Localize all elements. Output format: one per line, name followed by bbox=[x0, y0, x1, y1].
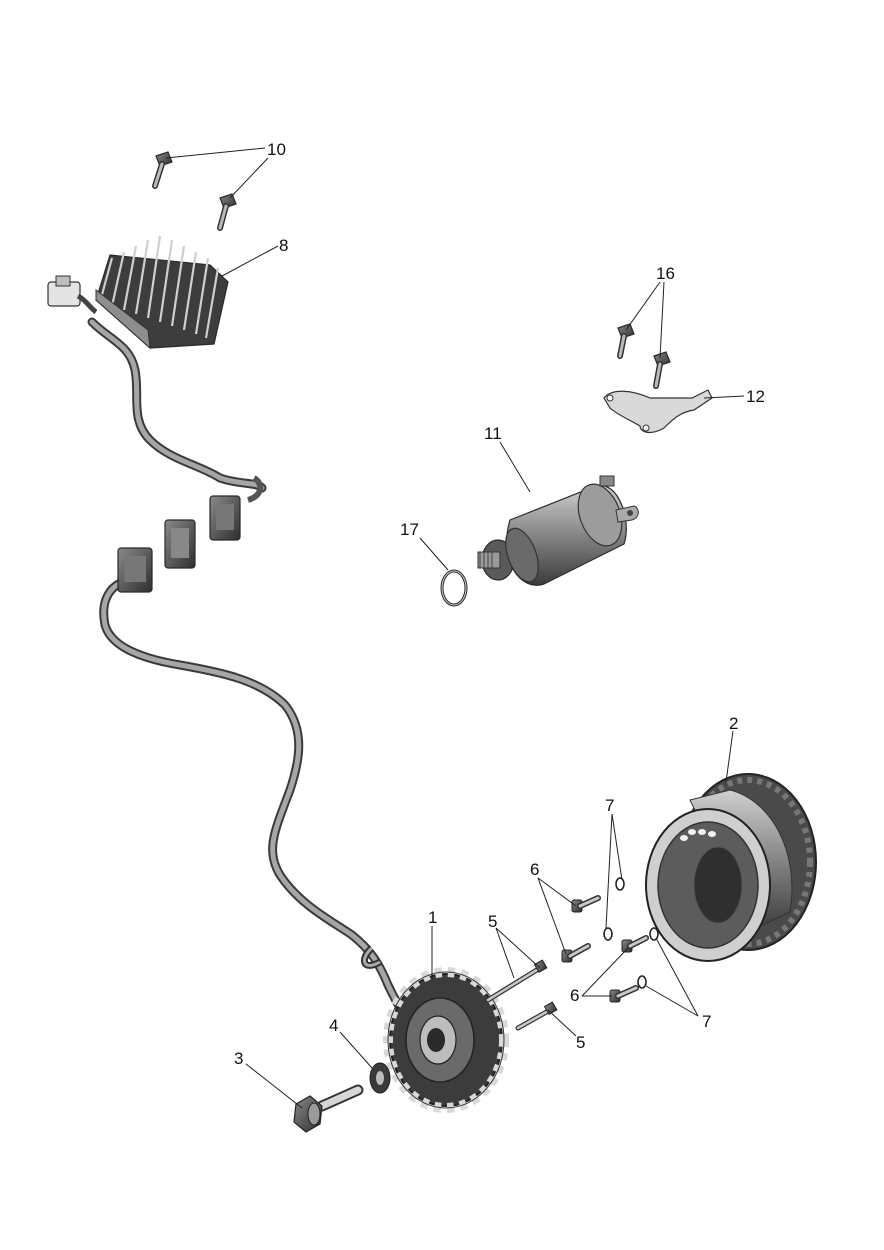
callout-8: 8 bbox=[279, 236, 288, 255]
washer-icon bbox=[615, 877, 625, 891]
bolt-icon bbox=[561, 943, 591, 963]
callout-2: 2 bbox=[729, 714, 738, 733]
bolt-icon bbox=[217, 193, 237, 231]
bolt-icon bbox=[485, 959, 548, 1003]
callout-1: 1 bbox=[428, 908, 437, 927]
bolt-icon bbox=[515, 1001, 558, 1031]
washer-icon bbox=[649, 927, 659, 941]
bolt-icon bbox=[617, 323, 635, 359]
callout-5-upper: 5 bbox=[488, 912, 497, 931]
rotor-icon bbox=[645, 773, 817, 962]
callout-17: 17 bbox=[400, 520, 419, 539]
callout-6-lower: 6 bbox=[570, 986, 579, 1005]
wiring-harness bbox=[87, 317, 425, 1040]
o-ring-icon bbox=[440, 569, 468, 607]
washer-icon bbox=[603, 927, 613, 941]
callout-16: 16 bbox=[656, 264, 675, 283]
callout-4: 4 bbox=[329, 1016, 338, 1035]
callout-6-upper: 6 bbox=[530, 860, 539, 879]
callout-12: 12 bbox=[746, 387, 765, 406]
connector-icon bbox=[117, 547, 153, 593]
bolt-icon bbox=[293, 1084, 364, 1133]
connector-icon bbox=[209, 495, 241, 541]
washer-icon bbox=[369, 1062, 391, 1094]
callout-7-upper: 7 bbox=[605, 796, 614, 815]
callout-11: 11 bbox=[484, 424, 502, 443]
callout-7-lower: 7 bbox=[702, 1012, 711, 1031]
regulator-rectifier-icon bbox=[47, 235, 229, 350]
washer-icon bbox=[637, 975, 647, 989]
callout-3: 3 bbox=[234, 1049, 243, 1068]
bolt-icon bbox=[571, 895, 601, 913]
starter-motor-icon bbox=[477, 475, 639, 586]
callout-10: 10 bbox=[267, 140, 286, 159]
connector-icon bbox=[164, 519, 196, 569]
bolt-icon bbox=[653, 351, 671, 389]
callout-labels: 10 8 16 12 11 17 2 7 6 1 5 6 7 4 5 3 bbox=[234, 140, 765, 1068]
bolt-icon bbox=[152, 151, 173, 189]
bracket-icon bbox=[603, 389, 713, 434]
stator-icon bbox=[361, 945, 509, 1113]
bolt-icon bbox=[621, 935, 649, 953]
callout-5-lower: 5 bbox=[576, 1033, 585, 1052]
leader-lines bbox=[165, 147, 745, 1109]
bolt-icon bbox=[609, 985, 639, 1003]
